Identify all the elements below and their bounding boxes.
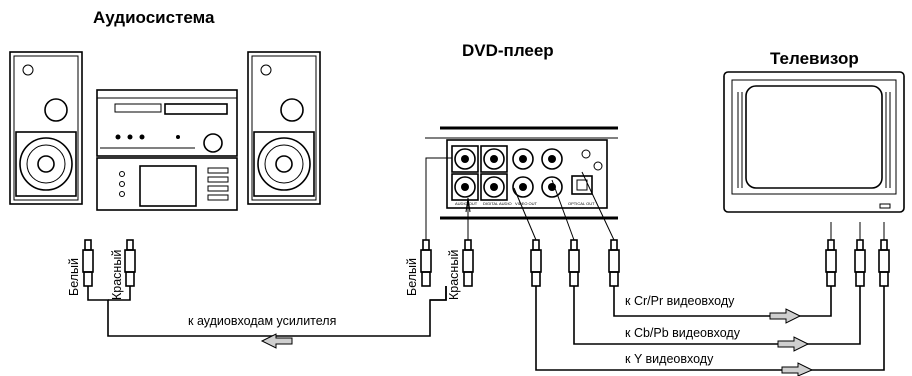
video-out-jacks [512, 148, 563, 198]
cr-arrow-icon [769, 308, 802, 324]
y-arrow-icon [781, 362, 814, 376]
to-amp-label: к аудиовходам усилителя [188, 314, 336, 328]
left-speaker-icon [9, 51, 83, 205]
amp-arrow-icon [260, 333, 293, 349]
tv-title: Телевизор [770, 49, 859, 68]
audio-system-title: Аудиосистема [93, 8, 215, 27]
dvd-video-plugs [530, 239, 620, 287]
left-red-label: Красный [110, 250, 124, 300]
to-y-label: к Y видеовходу [625, 352, 714, 366]
tv-video-plugs [825, 239, 890, 287]
audio-out-text: AUDIO OUT [455, 201, 478, 206]
tv-illustration [723, 71, 905, 213]
amplifier-unit-icon [96, 89, 238, 211]
optical-out-text: OPTICAL OUT [568, 201, 595, 206]
audio-out-jacks [451, 145, 479, 201]
optical-out-jack [571, 149, 603, 195]
cb-arrow-icon [777, 336, 810, 352]
right-speaker-icon [247, 51, 321, 205]
digital-audio-text: DIGITAL AUDIO [483, 201, 512, 206]
left-white-label: Белый [67, 258, 81, 296]
to-cb-label: к Cb/Pb видеовходу [625, 326, 741, 340]
dvd-player-title: DVD-плеер [462, 41, 554, 60]
audio-system-illustration [9, 51, 321, 211]
to-cr-label: к Cr/Pr видеовходу [625, 294, 735, 308]
right-white-label: Белый [405, 258, 419, 296]
video-out-text: VIDEO OUT [515, 201, 538, 206]
left-audio-plugs [82, 239, 136, 287]
digital-audio-jacks [480, 145, 508, 201]
right-red-label: Красный [447, 250, 461, 300]
